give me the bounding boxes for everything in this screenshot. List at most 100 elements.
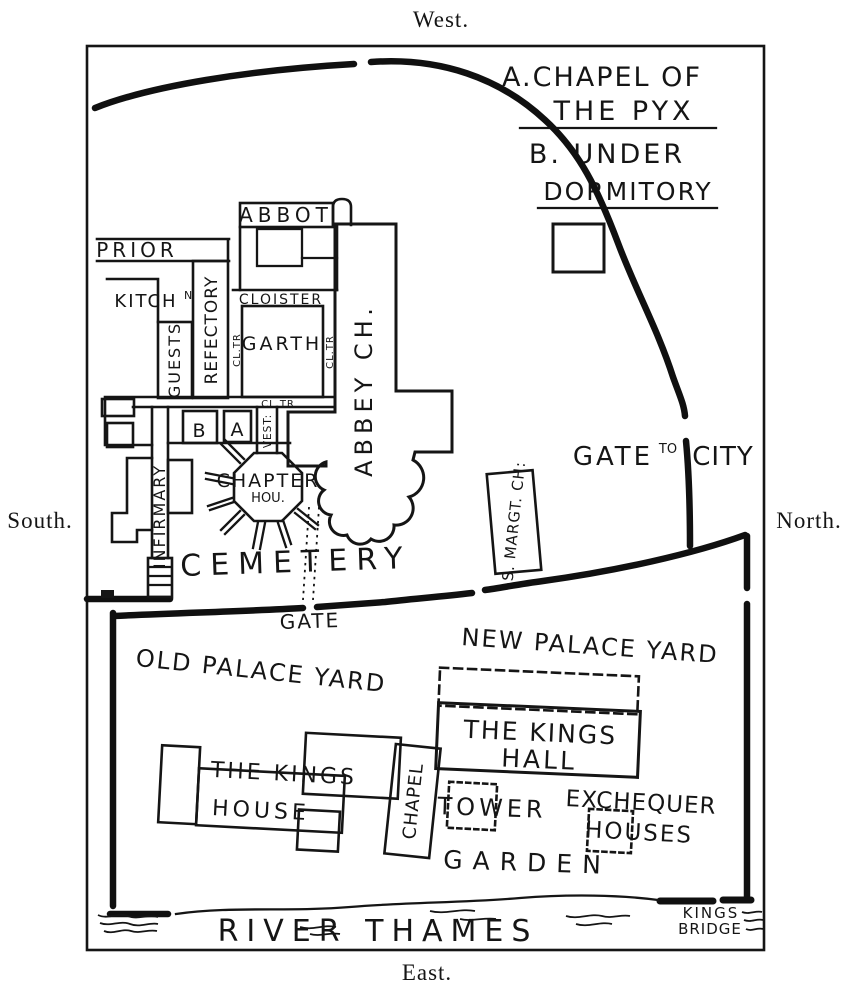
abbots-lodging: ABBOT xyxy=(238,197,353,292)
abbey-south-wall-turret xyxy=(101,590,114,598)
refectory-label: REFECTORY xyxy=(202,276,222,385)
range-west-block xyxy=(100,397,136,418)
river-thames: RIVER THAMES KINGS BRIDGE xyxy=(97,894,764,949)
range-west-block2 xyxy=(105,421,135,449)
kings-house-north-block xyxy=(301,731,403,801)
compass-south: South. xyxy=(7,508,72,533)
kings-hall-outline xyxy=(434,701,642,779)
abbot-round-tower xyxy=(331,197,353,227)
st-margarets-label: S. MARGT. CH: xyxy=(499,460,529,582)
kings-house-south-block xyxy=(295,808,342,854)
palace-chapel xyxy=(382,742,443,860)
chapter-house-buttresses xyxy=(204,438,320,551)
infirmary-stairs xyxy=(148,565,172,587)
abbot-inner-house xyxy=(255,227,304,268)
palace-gate-label: GATE xyxy=(279,608,340,634)
legend-a-line2: THE PYX xyxy=(552,96,694,127)
legend-a-line1: A.CHAPEL OF xyxy=(502,62,702,93)
infirmary-stair-block xyxy=(146,556,174,599)
cemetery-label: CEMETERY xyxy=(180,541,412,584)
precinct-wall-northwest xyxy=(91,60,358,112)
tower-dotted-outline xyxy=(445,780,499,832)
tower: TOWER xyxy=(436,780,547,832)
gate-to-city: GATE TO CITY xyxy=(573,442,754,472)
box-a-label: A xyxy=(231,419,244,441)
kings-bridge-label1: KINGS xyxy=(683,904,740,922)
pyx-chapel-a xyxy=(222,409,253,444)
cloister-walk-west-label: CL.TR xyxy=(232,333,243,367)
st-margarets-outline xyxy=(485,468,543,576)
kitchen-label-sup: N xyxy=(184,289,192,302)
cloister-label: CLOISTER xyxy=(239,292,323,308)
palace-chapel-outline xyxy=(382,742,443,860)
guests-label: GUESTS xyxy=(165,322,184,398)
gate-to-city-sup: TO xyxy=(658,442,677,457)
abbey-church-outline xyxy=(286,222,454,546)
kings-house-main xyxy=(194,766,347,835)
precinct-palace-wall-mid xyxy=(313,589,476,611)
chapter-house-label1: CHAPTER xyxy=(217,470,320,492)
cloister: CLOISTER GARTH CL.TR CL.TR CL.TR xyxy=(231,288,339,410)
st-margarets-church xyxy=(485,468,543,576)
compass-north: North. xyxy=(776,508,841,533)
kings-hall: THE KINGS HALL xyxy=(434,666,642,779)
abbey-church-label: ABBEY CH. xyxy=(350,303,378,477)
precinct-palace-wall-east xyxy=(481,531,749,594)
infirmary-chapel xyxy=(166,458,194,515)
kings-house-label2: HOUSE xyxy=(211,796,310,826)
precinct-building xyxy=(551,222,606,274)
map-border xyxy=(85,44,766,952)
range-walls xyxy=(103,395,337,447)
new-palace-yard-label: NEW PALACE YARD xyxy=(461,623,720,669)
infirmary-label: INFIRMARY xyxy=(150,464,169,568)
under-dormitory-b xyxy=(181,409,219,445)
kings-house-label1: THE KINGS xyxy=(209,758,357,791)
kings-house: THE KINGS HOUSE xyxy=(156,731,403,854)
kings-hall-label1: THE KINGS xyxy=(462,715,618,751)
west-ranges: PRIOR KITCH N GUESTS REFECTORY xyxy=(95,237,231,400)
exchequer-dotted-outline xyxy=(585,807,635,855)
cloister-walk-south-label: CL.TR xyxy=(261,399,295,410)
precinct-wall-north xyxy=(367,58,689,420)
vestibule-label: VEST: xyxy=(262,414,274,448)
kings-hall-dashed-annex xyxy=(437,666,641,716)
prior-label: PRIOR xyxy=(96,238,178,262)
precinct-wall-below-gate xyxy=(682,437,694,550)
exchequer-houses: EXCHEQUER HOUSES xyxy=(565,786,717,855)
kings-bridge-label2: BRIDGE xyxy=(678,920,742,938)
abbot-label: ABBOT xyxy=(239,203,333,227)
palace-chapel-label: CHAPEL xyxy=(399,762,428,840)
kings-house-west-block xyxy=(156,743,202,826)
compass-west: West. xyxy=(413,7,469,32)
river-shoreline xyxy=(174,894,660,916)
chapter-house: CHAPTER HOU. xyxy=(204,438,320,551)
garth-label: GARTH xyxy=(242,333,322,355)
kings-hall-label2: HALL xyxy=(501,743,578,775)
old-palace-yard-label: OLD PALACE YARD xyxy=(135,644,388,698)
cloister-walk-east-label: CL.TR xyxy=(325,335,336,369)
compass-east: East. xyxy=(402,960,452,985)
gate-to-city-word2: CITY xyxy=(692,442,754,472)
tower-label: TOWER xyxy=(436,792,547,824)
exchequer-label2: HOUSES xyxy=(584,817,693,849)
garden-label: GARDEN xyxy=(443,845,612,880)
cemetery-gate-path xyxy=(302,506,320,601)
kitchen-walls xyxy=(105,277,160,324)
legend-b-line1: B. UNDER xyxy=(529,139,685,170)
gate-to-city-word1: GATE xyxy=(573,442,653,472)
dormitory-range: B A VEST: xyxy=(100,395,337,455)
precinct-palace-wall-west xyxy=(110,604,307,620)
abbey-church: ABBEY CH. xyxy=(286,222,454,546)
legend-b-line2: DORMITORY xyxy=(543,177,712,206)
vestibule-walls xyxy=(255,405,279,455)
chapter-house-label2: HOU. xyxy=(251,491,285,506)
river-waves xyxy=(97,909,764,936)
infirmary-building xyxy=(110,456,154,544)
river-thames-label: RIVER THAMES xyxy=(218,914,539,949)
legend: A.CHAPEL OF THE PYX B. UNDER DORMITORY xyxy=(502,62,719,210)
precinct-wall xyxy=(83,58,755,918)
kitchen-label: KITCH xyxy=(114,291,177,312)
infirmary: INFIRMARY xyxy=(110,405,194,599)
